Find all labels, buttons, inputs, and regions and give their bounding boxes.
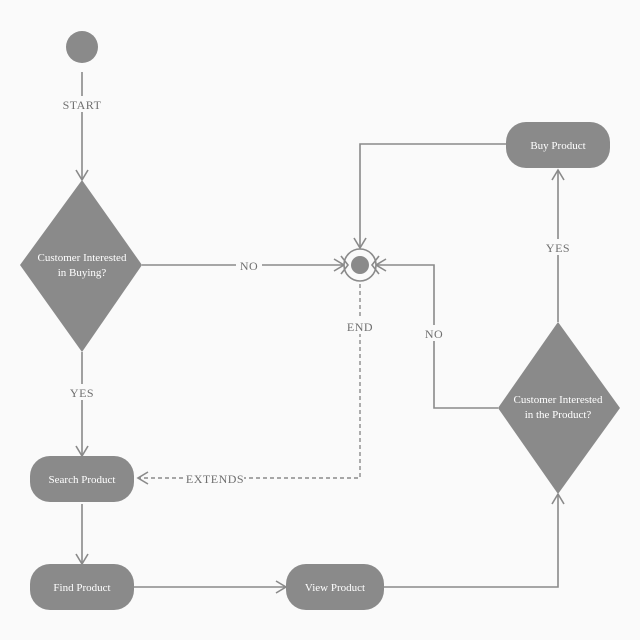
buy-product-label: Buy Product bbox=[530, 140, 585, 152]
decision-buying bbox=[20, 180, 142, 352]
decision-buying-line-1: Customer Interested bbox=[38, 252, 127, 264]
view-product-label: View Product bbox=[305, 582, 365, 594]
edge-buy-to-end bbox=[359, 143, 506, 248]
decision-buying-line-2: in Buying? bbox=[58, 267, 107, 279]
decision-product-line-2: in the Product? bbox=[525, 409, 592, 421]
action-view-product bbox=[286, 564, 384, 610]
label-bg bbox=[544, 239, 572, 255]
label-bg bbox=[186, 470, 244, 486]
edge-view-to-decision bbox=[384, 494, 559, 588]
end-label: END bbox=[347, 320, 373, 334]
decision-product-line-1: Customer Interested bbox=[514, 394, 603, 406]
label-bg bbox=[68, 384, 96, 400]
label-bg bbox=[72, 96, 94, 112]
action-find-product bbox=[30, 564, 134, 610]
edge-label-no: NO bbox=[240, 259, 258, 273]
action-buy-product bbox=[506, 122, 610, 168]
arrow-head bbox=[353, 237, 367, 250]
edge-extends bbox=[138, 284, 361, 479]
arrow-head bbox=[551, 168, 565, 181]
label-bg bbox=[236, 257, 262, 273]
edge-label-extends: EXTENDS bbox=[186, 472, 244, 486]
end-node-spike bbox=[340, 255, 350, 275]
start-node bbox=[66, 31, 98, 63]
edge-label-yes: YES bbox=[546, 241, 570, 255]
label-bg bbox=[346, 318, 374, 334]
arrow-head bbox=[136, 471, 149, 485]
end-node-inner bbox=[351, 256, 369, 274]
edge-label-yes: YES bbox=[70, 386, 94, 400]
label-bg bbox=[423, 325, 445, 341]
start-label: START bbox=[63, 98, 102, 112]
action-search-product bbox=[30, 456, 134, 502]
find-product-label: Find Product bbox=[53, 582, 110, 594]
edge-label-no: NO bbox=[425, 327, 443, 341]
search-product-label: Search Product bbox=[49, 474, 116, 486]
decision-product bbox=[498, 322, 620, 494]
end-node-spike bbox=[370, 255, 380, 275]
